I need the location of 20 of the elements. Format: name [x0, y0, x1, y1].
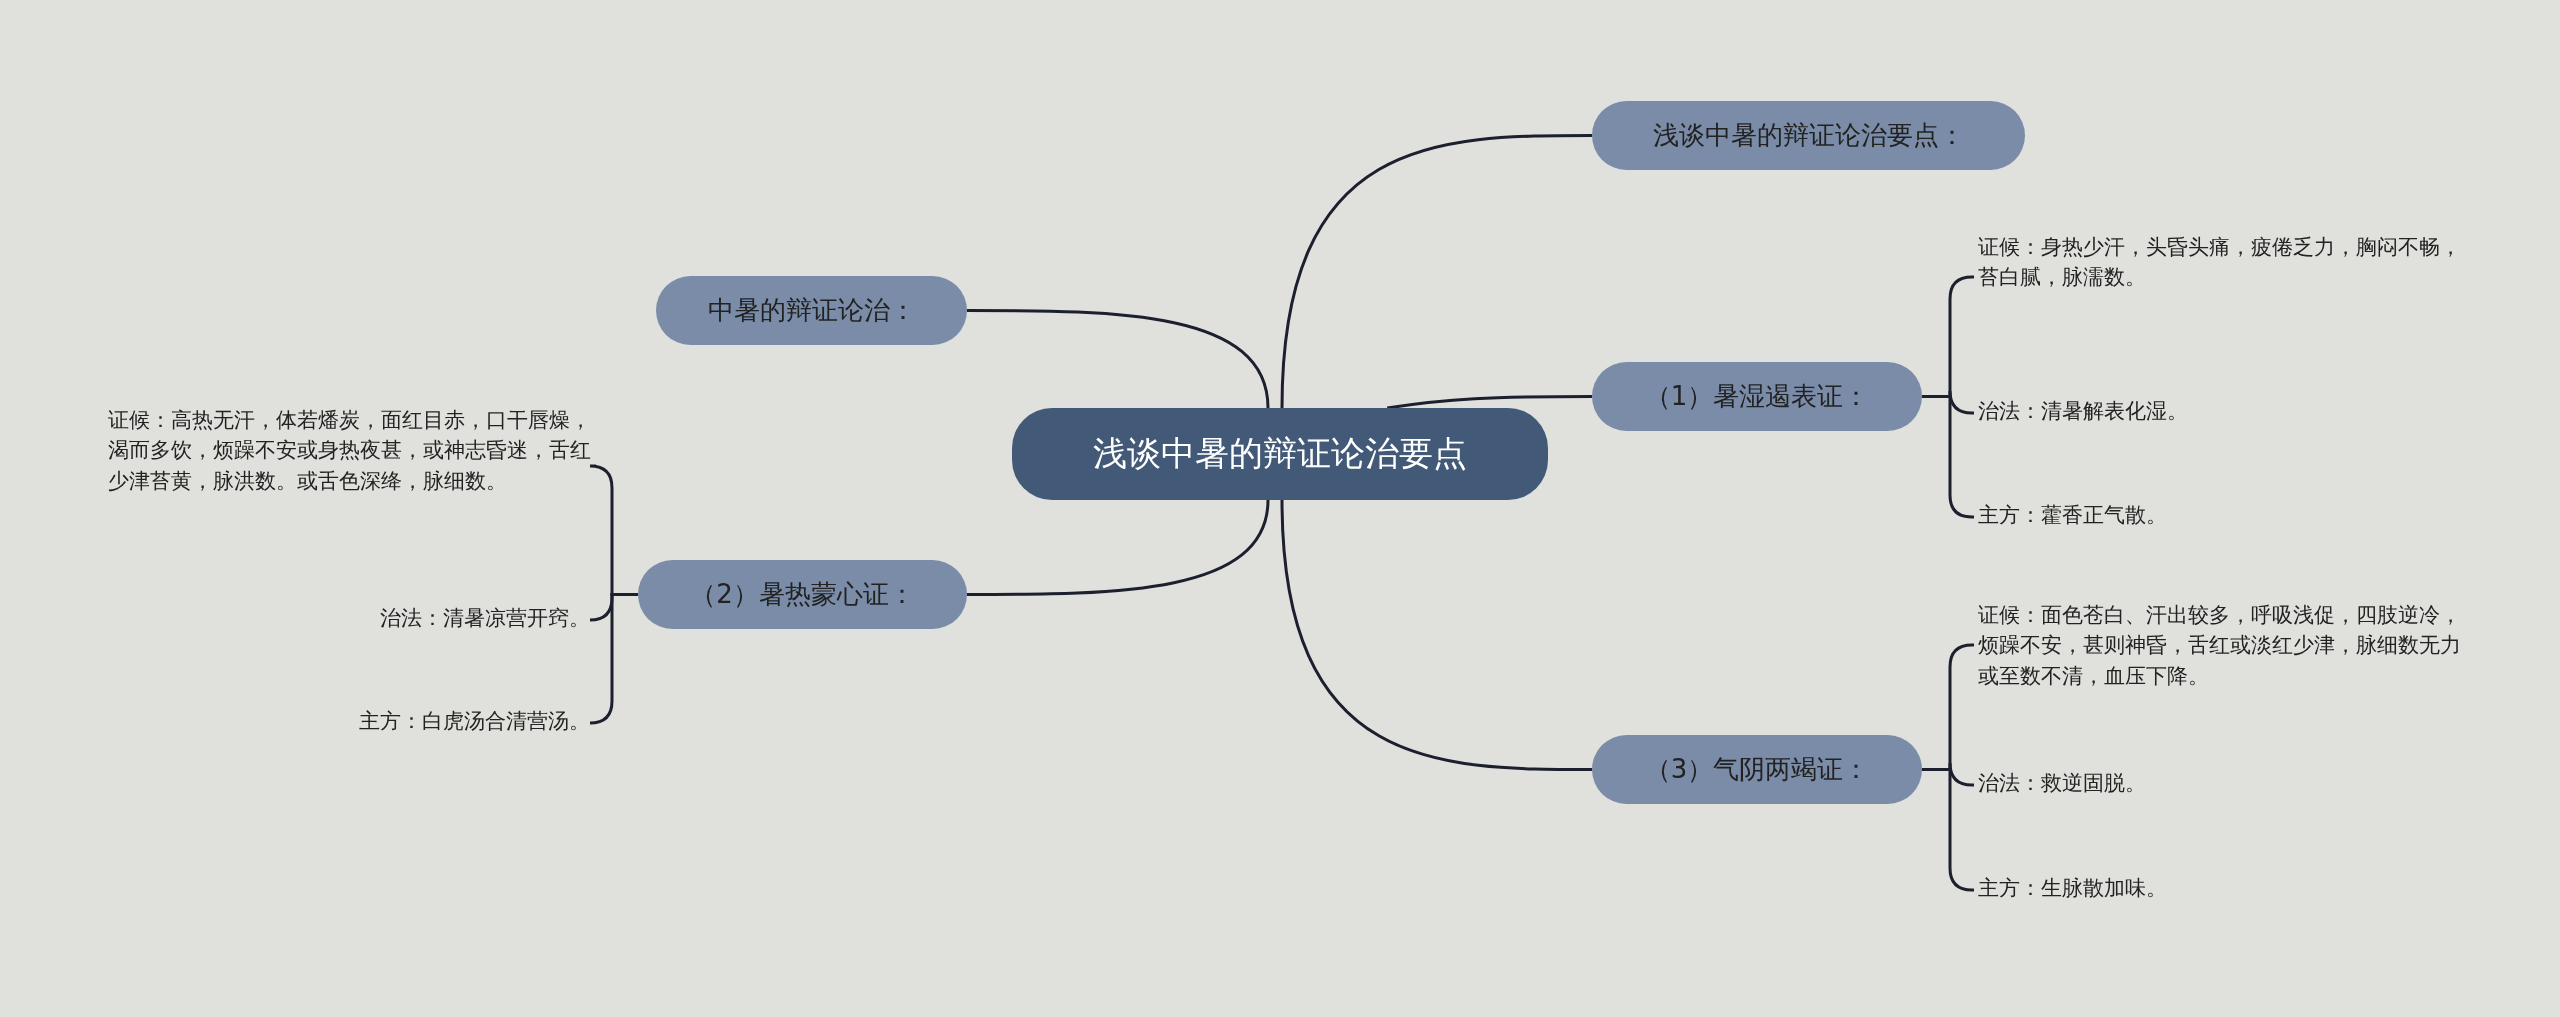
note-text: 主方：藿香正气散。: [1978, 500, 2468, 531]
branch-line: [967, 309, 1270, 409]
branch-line: [1280, 499, 1592, 771]
branch-line: [1280, 134, 1592, 409]
topic-box: （2）暑热蒙心证：: [638, 560, 967, 629]
note-text: 证候：高热无汗，体若燔炭，面红目赤，口干唇燥，渴而多饮，烦躁不安或身热夜甚，或神志昏迷，舌红少津苔黄，脉洪数。或舌色深绛，脉细数。: [108, 405, 592, 497]
topic-box: 浅谈中暑的辩证论治要点：: [1592, 101, 2025, 170]
topic-box: 中暑的辩证论治：: [656, 276, 967, 345]
note-text: 治法：清暑凉营开窍。: [300, 603, 590, 634]
note-text: 治法：清暑解表化湿。: [1978, 396, 2468, 427]
topic-box: （3）气阴两竭证：: [1592, 735, 1922, 804]
central-topic-box: 浅谈中暑的辩证论治要点: [1012, 408, 1548, 500]
branch-line: [1386, 395, 1592, 410]
note-text: 证候：面色苍白、汗出较多，呼吸浅促，四肢逆冷，烦躁不安，甚则神昏，舌红或淡红少津，脉细数无力或至数不清，血压下降。: [1978, 600, 2468, 692]
topic-box: （1）暑湿遏表证：: [1592, 362, 1922, 431]
note-text: 主方：白虎汤合清营汤。: [260, 706, 590, 737]
note-text: 主方：生脉散加味。: [1978, 873, 2468, 904]
note-text: 治法：救逆固脱。: [1978, 768, 2468, 799]
branch-line: [967, 499, 1270, 596]
note-text: 证候：身热少汗，头昏头痛，疲倦乏力，胸闷不畅，苔白腻，脉濡数。: [1978, 232, 2468, 293]
